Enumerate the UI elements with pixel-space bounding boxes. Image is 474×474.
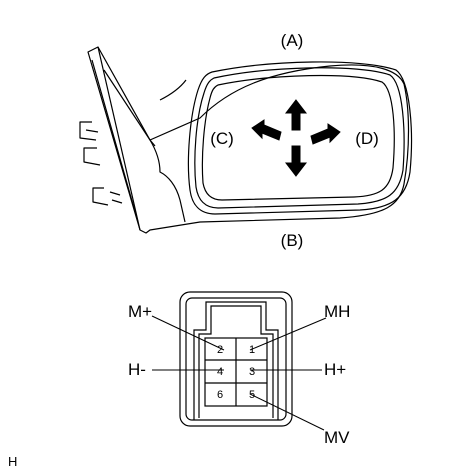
leader-lines (151, 315, 327, 431)
label-c: (C) (210, 129, 234, 148)
figure-code: H (8, 454, 17, 469)
label-a: (A) (281, 31, 304, 50)
pin-number-4: 4 (217, 366, 223, 378)
mirror-assembly (79, 46, 413, 234)
signal-label-mv: MV (324, 428, 350, 447)
pin-number-2: 2 (217, 344, 223, 356)
connector-key (193, 301, 279, 420)
pin-number-3: 3 (249, 366, 255, 378)
connector (179, 291, 293, 427)
mirror-housing-outer (187, 61, 413, 215)
pin-number-1: 1 (249, 344, 255, 356)
arrow-down-icon (284, 145, 308, 177)
label-d: (D) (355, 129, 379, 148)
signal-label-h-plus: H+ (324, 360, 346, 379)
label-b: (B) (281, 231, 304, 250)
adjustment-arrows (251, 99, 341, 177)
signal-label-m-plus: M+ (128, 302, 152, 321)
arrow-left-icon (251, 119, 282, 141)
connector-outer (179, 291, 293, 427)
mirror-glass (201, 74, 395, 201)
arrow-up-icon (284, 99, 308, 131)
mirror-base (87, 46, 410, 234)
arrow-right-icon (310, 123, 341, 145)
signal-label-mh: MH (324, 302, 350, 321)
signal-label-h-minus: H- (128, 360, 146, 379)
pin-number-6: 6 (217, 389, 223, 401)
